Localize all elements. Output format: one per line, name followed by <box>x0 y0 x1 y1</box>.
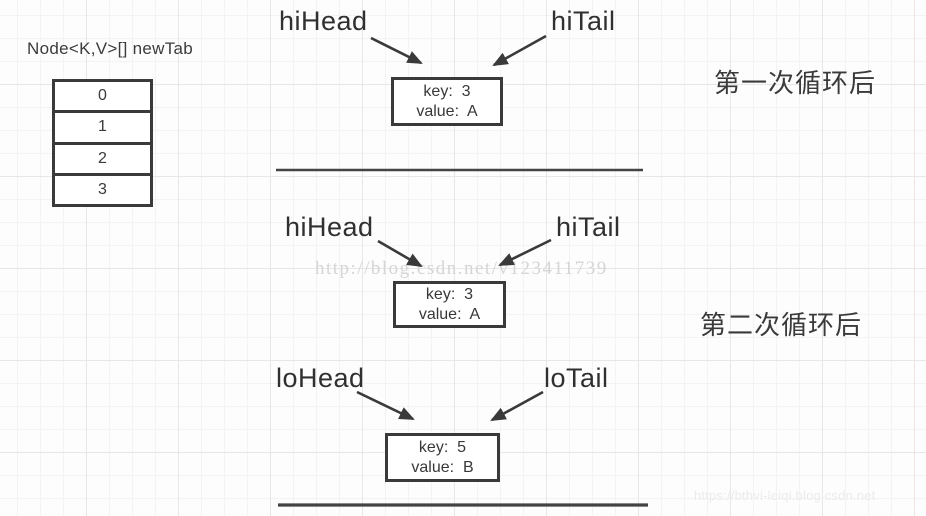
caption-second-loop: 第二次循环后 <box>700 310 863 340</box>
lohead-arrow <box>356 390 415 421</box>
node-key-line: key: 3 <box>425 285 474 303</box>
node-box-key3-2: key: 3 value: A <box>393 281 506 328</box>
node-value-line: value: A <box>416 102 478 120</box>
hitail-arrow-1 <box>492 34 547 67</box>
node-key-line: key: 3 <box>423 82 471 100</box>
array-cell-2: 2 <box>55 145 150 176</box>
array-cell-0: 0 <box>55 82 150 114</box>
caption-first-loop: 第一次循环后 <box>714 68 877 98</box>
watermark-bottom-right: https://bthvi-leiqi.blog.csdn.net <box>694 488 876 503</box>
lotail-label: loTail <box>544 363 609 393</box>
node-box-key5: key: 5 value: B <box>385 433 500 482</box>
hihead-arrow-1 <box>370 36 423 65</box>
array-cell-3: 3 <box>98 180 107 198</box>
lotail-arrow <box>490 390 544 422</box>
newtab-array: 0 1 2 3 <box>52 79 153 207</box>
hihead-label-2: hiHead <box>285 212 374 242</box>
hitail-label-1: hiTail <box>551 6 616 36</box>
node-key-line: key: 5 <box>418 438 467 456</box>
hihead-label-1: hiHead <box>279 6 368 36</box>
watermark-center: http://blog.csdn.net/v123411739 <box>315 258 608 279</box>
node-value-line: value: B <box>411 458 474 476</box>
newtab-array-label: Node<K,V>[] newTab <box>27 39 194 58</box>
hitail-label-2: hiTail <box>556 212 621 242</box>
array-cell-1: 1 <box>55 113 150 145</box>
node-box-key3-1: key: 3 value: A <box>391 77 503 126</box>
lohead-label: loHead <box>276 363 365 393</box>
node-value-line: value: A <box>418 305 481 323</box>
